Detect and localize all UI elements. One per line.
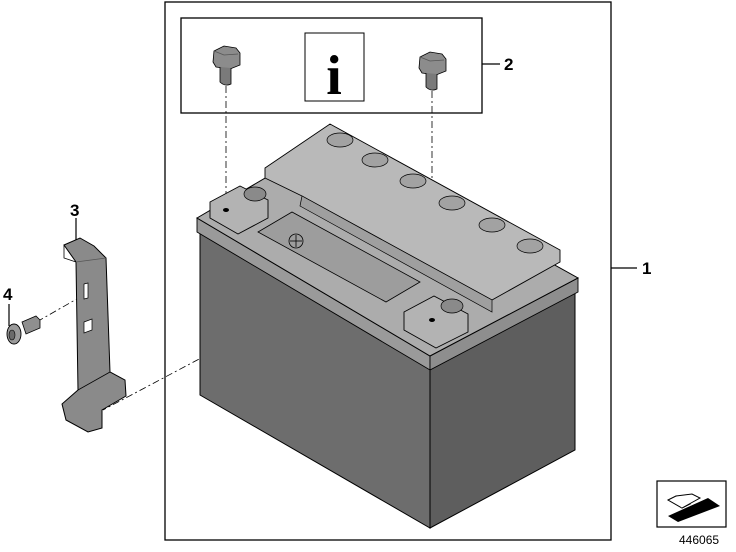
bolt-icon [212,45,241,86]
battery-icon [196,123,580,529]
figure-id: 446065 [679,533,719,547]
bracket-icon [61,237,127,433]
callout-2: 2 [504,55,513,74]
bolt-icon [418,51,447,91]
info-symbol: i [326,45,342,107]
inset-box [180,17,483,114]
callout-4: 4 [3,285,13,304]
screw-icon [6,315,41,345]
navigation-arrow-icon [656,480,727,528]
callout-1: 1 [642,259,651,278]
leader-lines [8,63,637,326]
callout-3: 3 [70,201,79,220]
info-icon: i [304,32,365,107]
assembly-frame [164,1,612,541]
